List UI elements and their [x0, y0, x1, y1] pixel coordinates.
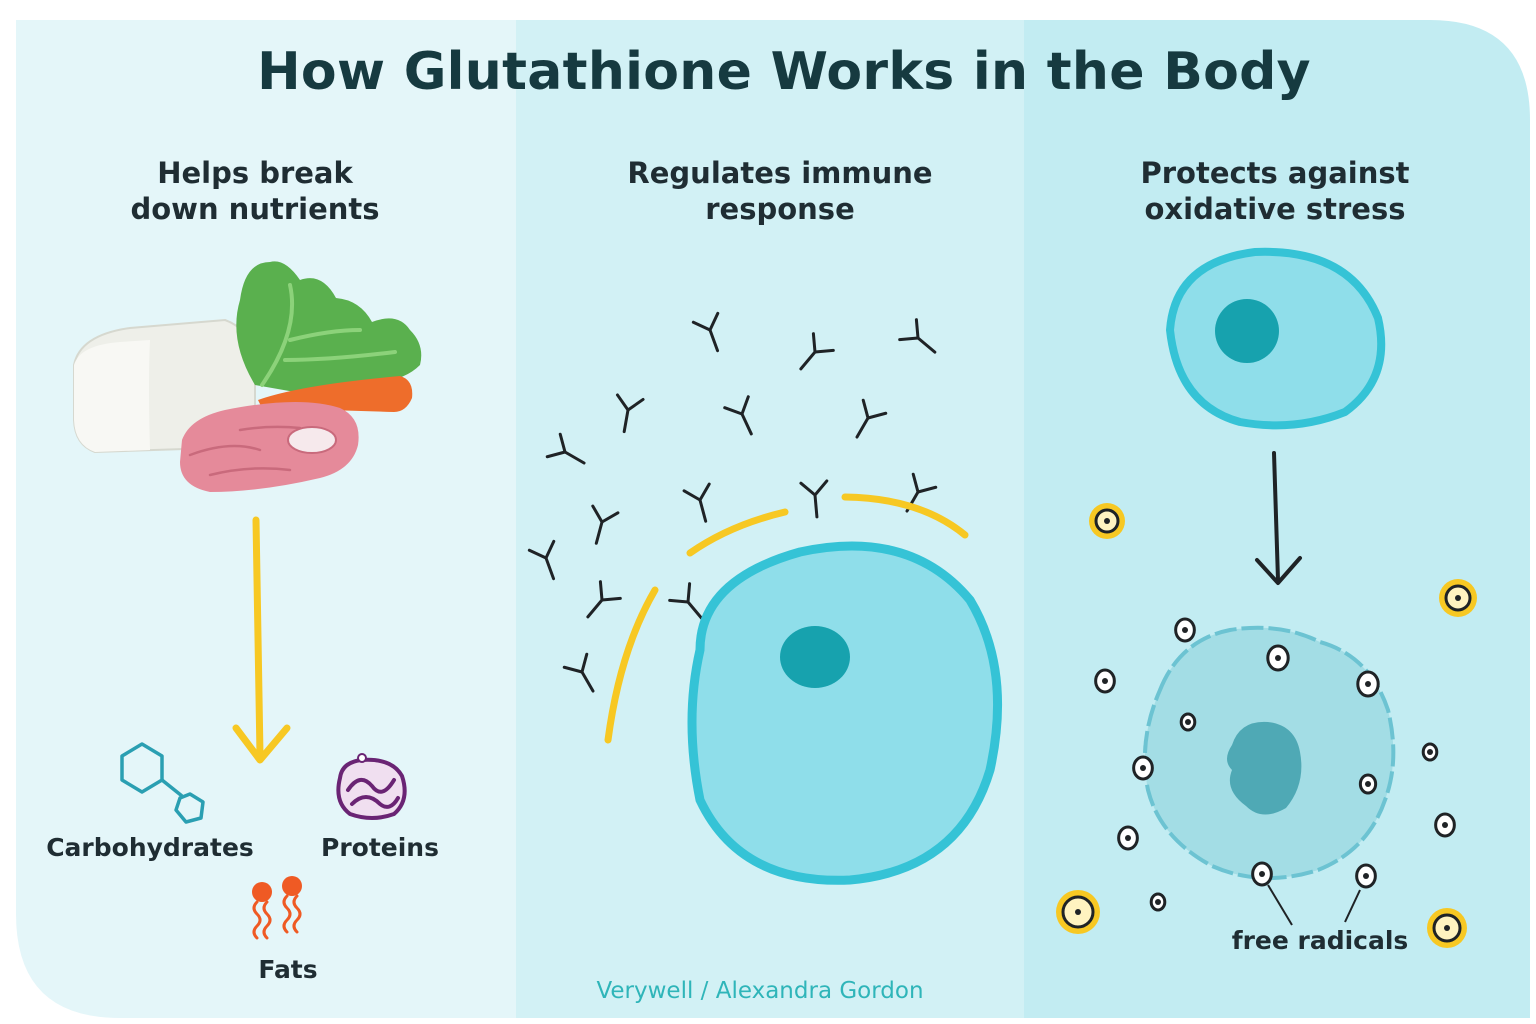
- free-radical-icon: [1356, 670, 1380, 698]
- antibody-icon: [562, 652, 595, 693]
- heading-protects-oxidative-stress: Protects against oxidative stress: [1140, 156, 1410, 226]
- antibody-icon: [545, 432, 586, 465]
- free-radical-icon: [1179, 712, 1197, 732]
- antibodies-group: [527, 311, 938, 693]
- free-radical-icon: [1149, 892, 1167, 912]
- free-radical-icon: [1266, 644, 1290, 672]
- free-radical-icon: [1117, 825, 1139, 851]
- free-radical-icon: [1434, 812, 1456, 838]
- food-illustration: [73, 261, 422, 492]
- fat-molecule-icon: [252, 876, 302, 940]
- panel-left-bg: [16, 20, 516, 1018]
- heading-regulates-immune-response: Regulates immune response: [627, 156, 933, 226]
- damaged-cell-nucleus: [1227, 721, 1302, 815]
- antibody-icon: [799, 479, 829, 519]
- immune-cell: [687, 541, 1003, 885]
- meat-steak: [180, 401, 359, 492]
- antibody-icon: [855, 398, 888, 439]
- immune-cell-nucleus: [780, 626, 850, 688]
- free-radical-icon: [1132, 755, 1154, 781]
- antibody-icon: [723, 395, 753, 436]
- antibody-icon: [527, 539, 556, 581]
- heading-break-down-nutrients: Helps break down nutrients: [130, 156, 380, 226]
- antibody-icon: [691, 311, 720, 353]
- free-radical-icon: [1174, 617, 1196, 643]
- label-fats: Fats: [258, 955, 318, 984]
- antibody-icon: [591, 504, 620, 545]
- healthy-cell: [1165, 247, 1386, 430]
- free-radical-icon: [1251, 861, 1273, 887]
- free-radical-icon: [1439, 579, 1477, 617]
- label-proteins: Proteins: [321, 833, 439, 862]
- antibody-icon: [799, 332, 835, 371]
- meat-bone: [287, 426, 337, 454]
- greens-leaf: [236, 261, 422, 393]
- free-radical-icon: [1358, 773, 1378, 795]
- page-title: How Glutathione Works in the Body: [257, 42, 1311, 102]
- antibody-icon: [668, 582, 704, 621]
- free-radical-icon: [1089, 503, 1125, 539]
- free-radical-icon: [1056, 890, 1100, 934]
- label-carbohydrates: Carbohydrates: [46, 833, 254, 862]
- free-radical-icon: [1094, 668, 1116, 694]
- protein-structure-icon: [336, 753, 407, 820]
- immune-shield-arcs: [604, 493, 969, 744]
- antibody-icon: [586, 580, 622, 619]
- antibody-icon: [898, 318, 937, 354]
- down-arrow-right: [1255, 451, 1302, 585]
- down-arrow-left: [232, 516, 291, 764]
- carbohydrate-molecule-icon: [120, 742, 205, 824]
- free-radical-icon: [1427, 908, 1467, 948]
- free-radical-icon: [1355, 863, 1377, 889]
- antibody-icon: [682, 482, 711, 523]
- free-radicals-pointer-lines: [1267, 884, 1361, 926]
- damaged-cell: [1142, 625, 1396, 881]
- antibody-icon: [615, 393, 645, 434]
- healthy-cell-nucleus: [1215, 299, 1279, 363]
- image-credit: Verywell / Alexandra Gordon: [596, 978, 924, 1004]
- label-free-radicals: free radicals: [1231, 926, 1409, 955]
- free-radicals-group: [1056, 503, 1477, 948]
- free-radical-icon: [1421, 742, 1439, 762]
